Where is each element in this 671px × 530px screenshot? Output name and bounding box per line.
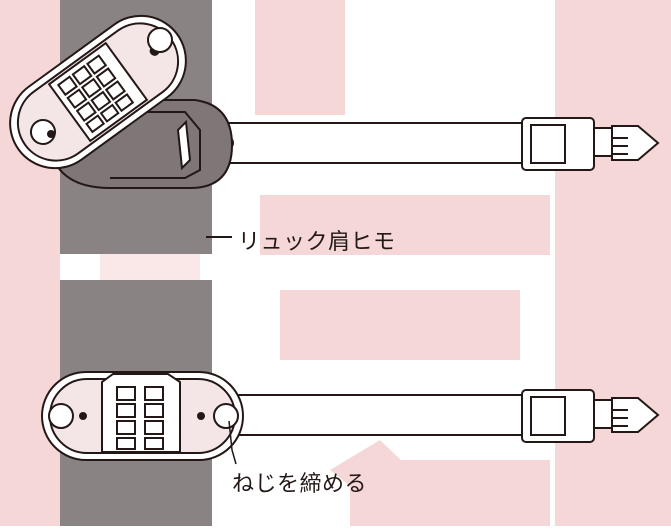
device-top xyxy=(9,14,187,170)
screw-bottom-left xyxy=(79,412,87,420)
band-top xyxy=(202,122,534,164)
screw-top xyxy=(47,130,55,138)
band-bottom xyxy=(219,394,534,436)
hole-top xyxy=(147,27,173,53)
label-line-screw xyxy=(228,420,237,465)
device-bottom xyxy=(41,371,244,461)
strap-label: リュック肩ヒモ xyxy=(238,230,396,255)
buckle-bottom xyxy=(521,389,660,443)
screw-label: ねじを締める xyxy=(232,472,368,497)
screw-bottom-right xyxy=(197,412,205,420)
buckle-top xyxy=(521,117,660,171)
